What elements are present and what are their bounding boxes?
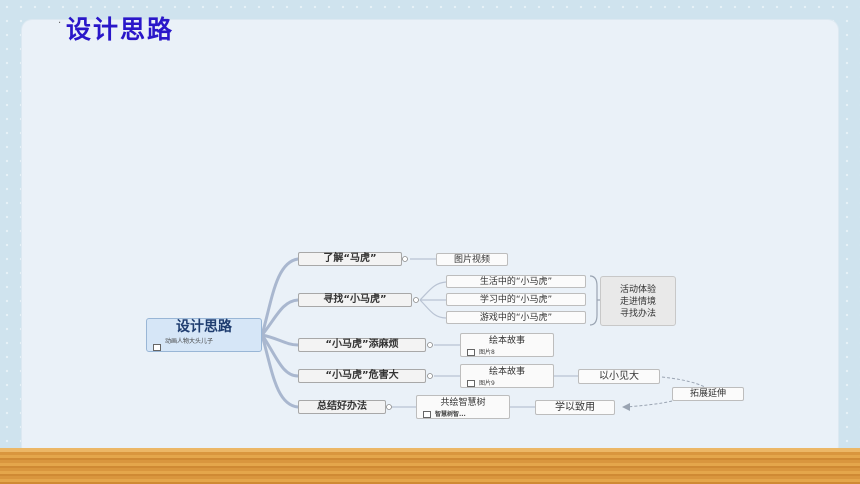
- connector-root-branch5: [260, 333, 300, 409]
- content-panel: [22, 20, 838, 456]
- connector-root-branch3: [260, 333, 300, 347]
- branch-label: “小马虎”危害大: [325, 370, 399, 381]
- connector-b2-leaf1: [419, 281, 447, 301]
- image-icon: [423, 411, 431, 418]
- relation-arrow: [622, 403, 630, 411]
- title-bullet: ·: [58, 18, 62, 29]
- mindmap-root[interactable]: 设计思路 动画人物大头儿子: [146, 318, 262, 352]
- leaf-note: 智慧树智...: [435, 411, 466, 418]
- branch-understand[interactable]: 了解“马虎”: [298, 252, 402, 266]
- leaf-label: 共绘智慧树: [440, 398, 486, 408]
- branch-label: 总结好办法: [317, 401, 367, 412]
- summary-bracket: [589, 275, 598, 326]
- image-icon: [467, 349, 475, 356]
- leaf-label: 生活中的“小马虎”: [479, 277, 553, 287]
- branch2-collapse: [413, 297, 419, 303]
- leaf-label: 拓展延伸: [689, 389, 726, 399]
- summary-box[interactable]: 活动体验 走进情境 寻找办法: [600, 276, 676, 326]
- image-icon: [153, 344, 161, 351]
- summary-line: 寻找办法: [619, 309, 656, 319]
- branch3-collapse: [427, 342, 433, 348]
- leaf-label: 以小见大: [599, 371, 639, 382]
- connector-root-branch4: [260, 333, 300, 378]
- branch-summary[interactable]: 总结好办法: [298, 400, 386, 414]
- extension-label[interactable]: 拓展延伸: [672, 387, 744, 401]
- leaf-life[interactable]: 生活中的“小马虎”: [446, 275, 586, 288]
- connector-root-branch1: [260, 257, 300, 337]
- leaf-wisdom-tree[interactable]: 共绘智慧树 智慧树智...: [416, 395, 510, 419]
- root-note: 动画人物大头儿子: [165, 338, 214, 345]
- branch-find[interactable]: 寻找“小马虎”: [298, 293, 412, 307]
- branch4-collapse: [427, 373, 433, 379]
- leaf-apply[interactable]: 学以致用: [535, 400, 615, 415]
- leaf-note: 图片8: [479, 349, 495, 356]
- leaf-story-2[interactable]: 绘本故事 图片9: [460, 364, 554, 388]
- leaf-small-to-big[interactable]: 以小见大: [578, 369, 660, 384]
- leaf-label: 绘本故事: [488, 336, 525, 346]
- image-icon: [467, 380, 475, 387]
- wood-edge: [0, 448, 860, 454]
- relation-line-2: [624, 400, 673, 408]
- leaf-picture-video[interactable]: 图片视频: [436, 253, 508, 266]
- branch5-collapse: [386, 404, 392, 410]
- leaf-note: 图片9: [479, 380, 495, 387]
- connector-b2-leaf3: [419, 299, 447, 319]
- leaf-label: 游戏中的“小马虎”: [479, 313, 553, 323]
- leaf-game[interactable]: 游戏中的“小马虎”: [446, 311, 586, 324]
- branch-harm[interactable]: “小马虎”危害大: [298, 369, 426, 383]
- leaf-label: 绘本故事: [488, 367, 525, 377]
- leaf-label: 图片视频: [453, 255, 490, 265]
- branch1-collapse: [402, 256, 408, 262]
- connector-root-branch2: [260, 298, 300, 337]
- branch-trouble[interactable]: “小马虎”添麻烦: [298, 338, 426, 352]
- summary-line: 活动体验: [619, 285, 656, 295]
- leaf-study[interactable]: 学习中的“小马虎”: [446, 293, 586, 306]
- wood-border: [0, 452, 860, 484]
- leaf-label: 学习中的“小马虎”: [479, 295, 553, 305]
- page-title: 设计思路: [66, 15, 175, 44]
- branch-label: 寻找“小马虎”: [323, 294, 387, 305]
- root-label: 设计思路: [176, 319, 232, 335]
- branch-label: 了解“马虎”: [323, 253, 377, 264]
- summary-line: 走进情境: [619, 297, 656, 307]
- branch-label: “小马虎”添麻烦: [325, 339, 399, 350]
- leaf-label: 学以致用: [555, 402, 595, 413]
- leaf-story-1[interactable]: 绘本故事 图片8: [460, 333, 554, 357]
